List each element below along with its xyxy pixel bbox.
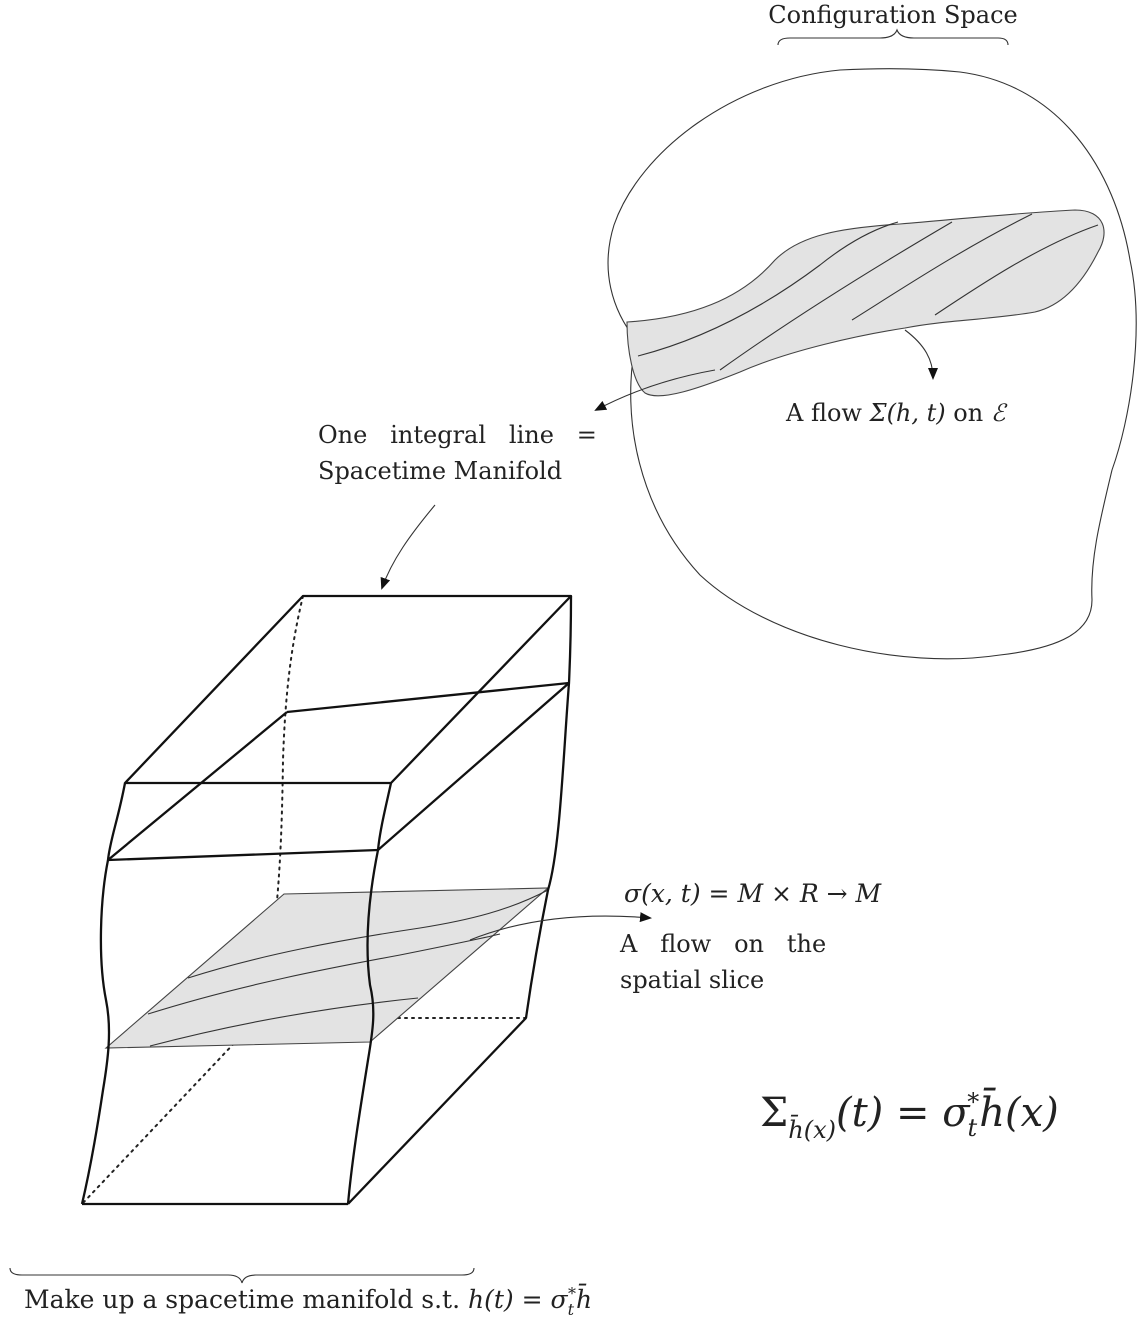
upper-slice-edge-left bbox=[107, 711, 288, 861]
bottom-brace bbox=[9, 1267, 475, 1284]
slice-flow-line-3 bbox=[149, 997, 419, 1047]
pullback-equation: Σh̄(x)(t) = σt*h̄(x) bbox=[760, 1087, 1059, 1144]
flow-label-arrow bbox=[904, 329, 938, 380]
upper-slice-edge-front bbox=[107, 848, 379, 862]
slice-flow-line-2 bbox=[147, 933, 501, 1015]
slice-flow-label-line1: A flow on the bbox=[619, 930, 826, 958]
upper-slice-edge-back bbox=[286, 681, 570, 714]
back-right-edge bbox=[524, 595, 573, 1019]
config-space-brace bbox=[777, 28, 1009, 46]
sigma-map-label: σ(x, t) = M × R → M bbox=[624, 879, 883, 908]
integral-line-label-line1: One integral line = bbox=[318, 421, 597, 449]
slice-flow-arrow bbox=[469, 912, 652, 941]
flow-line-3 bbox=[851, 213, 1033, 321]
flow-on-E-label: A flow Σ(h, t) on ℰ bbox=[785, 399, 1008, 427]
flow-line-4 bbox=[934, 224, 1099, 316]
flow-line-1 bbox=[637, 221, 899, 357]
slice-flow-line-1 bbox=[187, 889, 549, 979]
spacetime-manifold-box bbox=[80, 594, 573, 1206]
configuration-space-blob bbox=[607, 68, 1137, 660]
bottom-right-edge bbox=[347, 1017, 527, 1205]
integral-line-label-line2: Spacetime Manifold bbox=[318, 457, 562, 485]
integral-line-arrow bbox=[594, 369, 716, 411]
upper-slice-edge-right bbox=[377, 682, 570, 851]
right-front-edge bbox=[346, 782, 393, 1205]
hidden-edge-diagonal bbox=[81, 1017, 259, 1205]
left-front-edge bbox=[80, 782, 127, 1205]
flow-line-2 bbox=[719, 221, 953, 371]
bottom-caption: Make up a spacetime manifold s.t. h(t) =… bbox=[24, 1284, 592, 1319]
config-space-label: Configuration Space bbox=[768, 1, 1018, 29]
slice-flow-label-line2: spatial slice bbox=[620, 966, 764, 994]
spatial-slice bbox=[104, 887, 550, 1049]
manifold-arrow bbox=[380, 504, 436, 590]
flow-region-on-E bbox=[626, 209, 1105, 397]
